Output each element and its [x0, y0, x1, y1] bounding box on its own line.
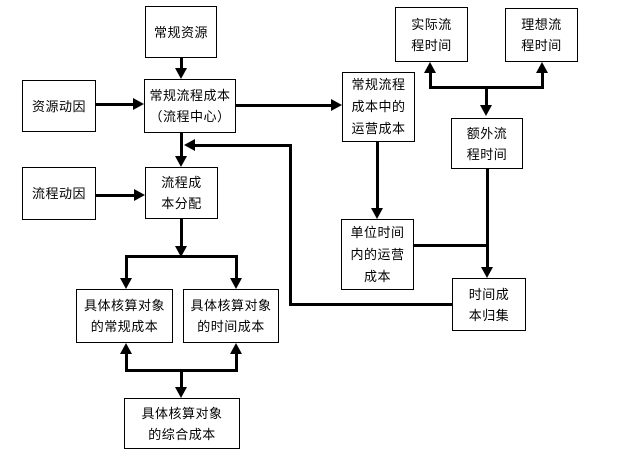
- node-time-cost-collection: 时间成 本归集: [452, 278, 526, 331]
- edge-time-junction-line: [541, 73, 544, 89]
- node-extra-process-time: 额外流 程时间: [451, 118, 523, 169]
- edge-merge-to-comprehensive-arrowhead: [175, 387, 187, 398]
- edge-merge-to-comprehensive-line: [235, 354, 238, 371]
- edge-process-cost-to-allocation-line: [180, 133, 183, 157]
- edge-time-junction-line: [485, 86, 488, 105]
- edge-allocation-split-arrowhead: [120, 278, 132, 289]
- edge-process-cost-to-allocation-arrowhead: [175, 156, 187, 167]
- edge-time-junction-line: [429, 73, 432, 89]
- edge-resource-driver-to-process-cost-arrowhead: [133, 98, 144, 110]
- edge-process-cost-to-operating-cost-arrowhead: [331, 99, 342, 111]
- edge-time-junction-arrowhead: [536, 62, 548, 73]
- edge-merge-to-comprehensive-arrowhead: [230, 343, 242, 354]
- edge-time-junction-arrowhead: [424, 62, 436, 73]
- edge-time-collection-feedback-line: [195, 144, 291, 147]
- node-unit-time-operating-cost: 单位时间 内的运营 成本: [341, 219, 414, 290]
- edge-unit-time-to-collection-line: [414, 244, 489, 247]
- edge-allocation-split-line: [235, 255, 238, 280]
- edge-allocation-split-line: [125, 255, 238, 258]
- node-process-cost-allocation: 流程成 本分配: [145, 167, 218, 219]
- node-ideal-process-time: 理想流 程时间: [505, 8, 578, 62]
- edge-extra-time-to-collection-arrowhead: [481, 267, 493, 278]
- edge-allocation-split-line: [180, 219, 183, 247]
- edge-merge-to-comprehensive-arrowhead: [120, 343, 132, 354]
- edge-time-junction-arrowhead: [480, 105, 492, 116]
- edge-resources-to-process-cost-arrowhead: [175, 68, 187, 79]
- edge-allocation-split-line: [125, 255, 128, 280]
- node-regular-process-cost: 常规流程成本 （流程中心）: [144, 79, 236, 133]
- edge-allocation-split-arrowhead: [175, 246, 187, 257]
- edge-process-driver-to-allocation-arrowhead: [134, 189, 145, 201]
- edge-merge-to-comprehensive-line: [180, 369, 183, 388]
- edge-time-collection-feedback-arrowhead: [184, 139, 195, 151]
- node-operating-cost-regular: 常规流程 成本中的 运营成本: [342, 72, 415, 142]
- edge-process-driver-to-allocation-line: [96, 194, 134, 197]
- edge-merge-to-comprehensive-line: [125, 354, 128, 371]
- edge-operating-to-unit-time-arrowhead: [371, 208, 383, 219]
- node-regular-resources: 常规资源: [145, 6, 217, 58]
- node-process-driver: 流程动因: [22, 167, 96, 220]
- edge-process-cost-to-operating-cost-line: [236, 104, 331, 107]
- edge-resources-to-process-cost-line: [180, 58, 183, 70]
- edge-time-collection-feedback-line: [289, 144, 292, 305]
- edge-allocation-split-arrowhead: [230, 278, 242, 289]
- node-specific-comprehensive-cost: 具体核算对象 的综合成本: [124, 398, 240, 449]
- node-specific-time-cost: 具体核算对象 的时间成本: [183, 289, 279, 343]
- edge-time-collection-feedback-line: [289, 303, 453, 306]
- edge-operating-to-unit-time-line: [376, 142, 379, 209]
- edge-extra-time-to-collection-line: [486, 169, 489, 268]
- node-actual-process-time: 实际流 程时间: [395, 7, 468, 62]
- node-resource-driver: 资源动因: [22, 80, 96, 132]
- edge-resource-driver-to-process-cost-line: [96, 103, 133, 106]
- node-specific-regular-cost: 具体核算对象 的常规成本: [76, 289, 173, 343]
